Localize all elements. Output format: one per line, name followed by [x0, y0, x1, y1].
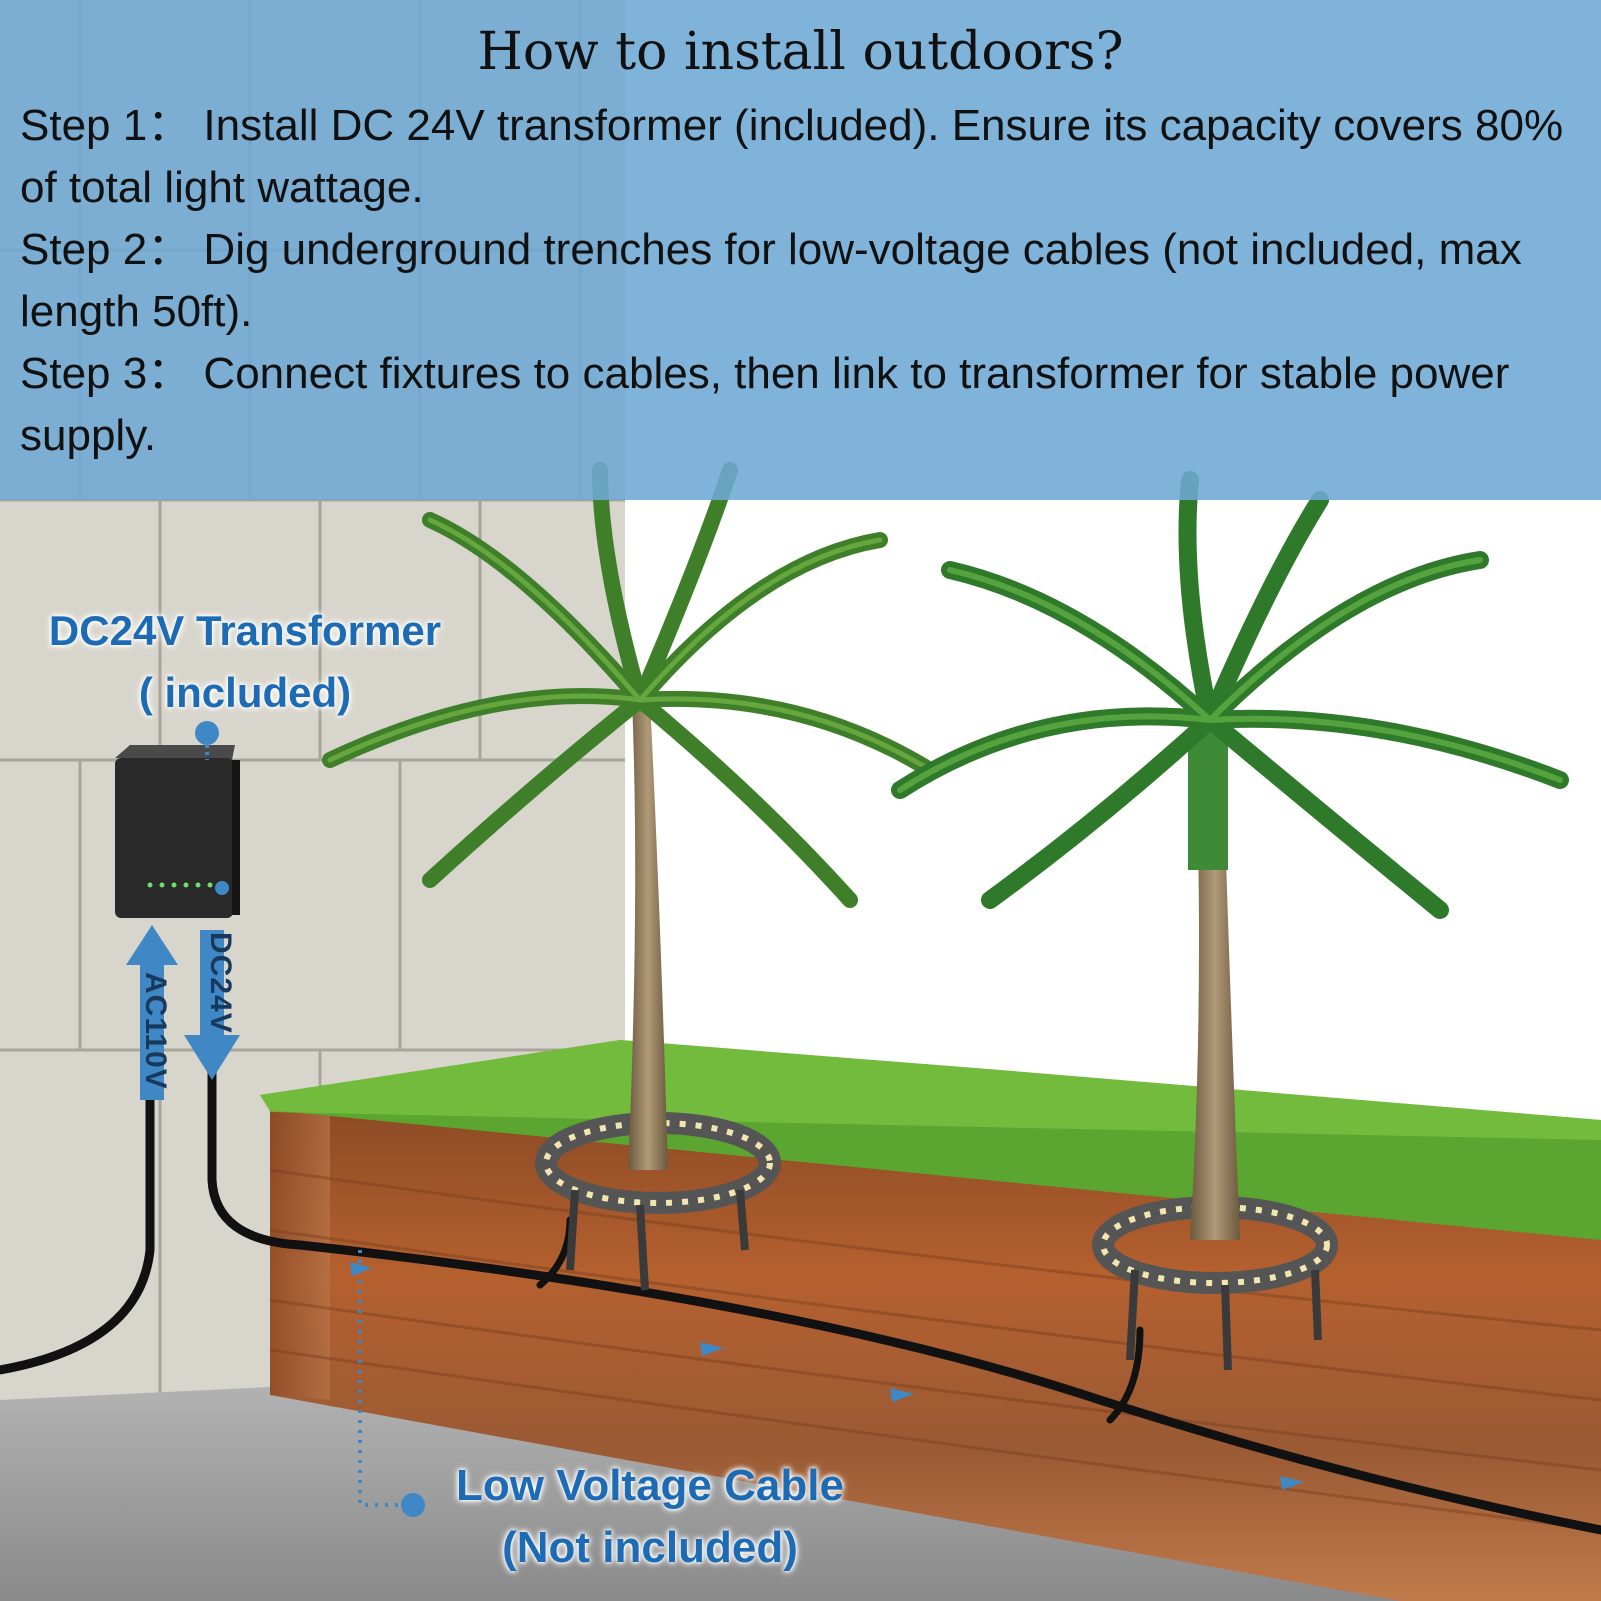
step-1: Step 1： Install DC 24V transformer (incl…	[20, 101, 1564, 212]
transformer-box	[115, 745, 240, 918]
cable-leader-dot	[401, 1493, 425, 1517]
steps-list: Step 1： Install DC 24V transformer (incl…	[20, 95, 1585, 467]
cable-callout: Low Voltage Cable (Not included)	[440, 1455, 860, 1579]
dc-arrow-label: DC24V	[204, 932, 237, 1034]
dc-arrow	[184, 930, 240, 1080]
grass-lawn	[260, 1040, 1601, 1240]
cable-callout-note: (Not included)	[502, 1523, 798, 1572]
step-3: Step 3： Connect fixtures to cables, then…	[20, 349, 1510, 460]
palm-tree-left	[322, 462, 938, 1170]
page-title: How to install outdoors?	[477, 22, 1124, 82]
step-2: Step 2： Dig underground trenches for low…	[20, 225, 1522, 336]
ac-arrow-label: AC110V	[139, 972, 172, 1090]
transformer-callout: DC24V Transformer ( included)	[25, 600, 465, 724]
palm-tree-right	[891, 471, 1569, 1240]
cable-flow-arrows	[350, 1262, 1304, 1490]
transformer-callout-title: DC24V Transformer	[48, 607, 442, 654]
ac-arrow	[126, 925, 178, 1100]
transformer-leader-dot	[195, 721, 219, 745]
cable-callout-title: Low Voltage Cable	[456, 1461, 844, 1510]
low-voltage-cable	[0, 1065, 1601, 1535]
transformer-callout-note: ( included)	[138, 669, 352, 716]
instructions-panel: How to install outdoors? Step 1： Install…	[0, 0, 1601, 500]
